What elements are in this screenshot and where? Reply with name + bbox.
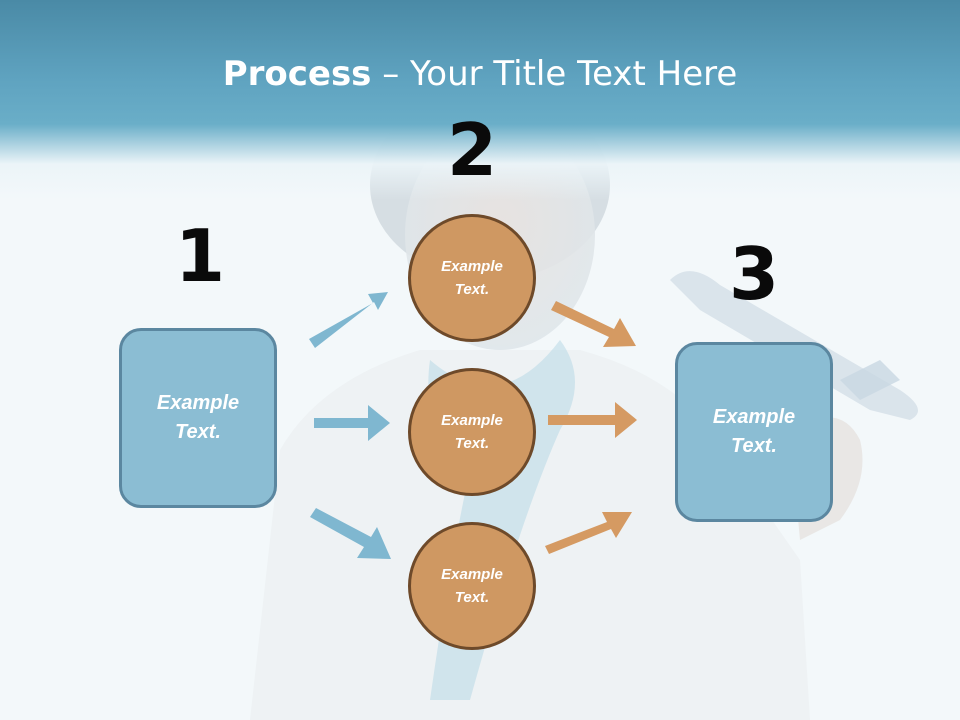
step-2-circle-top: Example Text. [408, 214, 536, 342]
orange-arrows [545, 301, 637, 554]
step-2-circle-bottom: Example Text. [408, 522, 536, 650]
step-3-box: Example Text. [675, 342, 833, 522]
step-3-text: Example Text. [712, 406, 796, 457]
arrow-1-to-bottom [310, 508, 391, 559]
arrow-bottom-to-3 [545, 512, 632, 554]
arrow-top-to-3 [551, 301, 636, 347]
arrow-middle-to-3 [548, 402, 637, 438]
blue-arrows [309, 292, 391, 559]
step-number-3: 3 [728, 232, 780, 316]
title-bold: Process [222, 54, 372, 94]
step-number-1: 1 [174, 214, 226, 298]
arrow-1-to-top [309, 292, 388, 348]
circle-middle-text: Example Text. [441, 412, 503, 452]
step-number-2: 2 [446, 108, 498, 192]
header-band [0, 0, 960, 200]
step-1-text: Example Text. [156, 392, 240, 443]
arrow-1-to-middle [314, 405, 390, 441]
step-1-box: Example Text. [119, 328, 277, 508]
slide-title: Process – Your Title Text Here [0, 52, 960, 96]
title-rest: – Your Title Text Here [371, 54, 738, 94]
circle-top-text: Example Text. [441, 258, 503, 298]
step-2-circle-middle: Example Text. [408, 368, 536, 496]
circle-bottom-text: Example Text. [441, 566, 503, 606]
